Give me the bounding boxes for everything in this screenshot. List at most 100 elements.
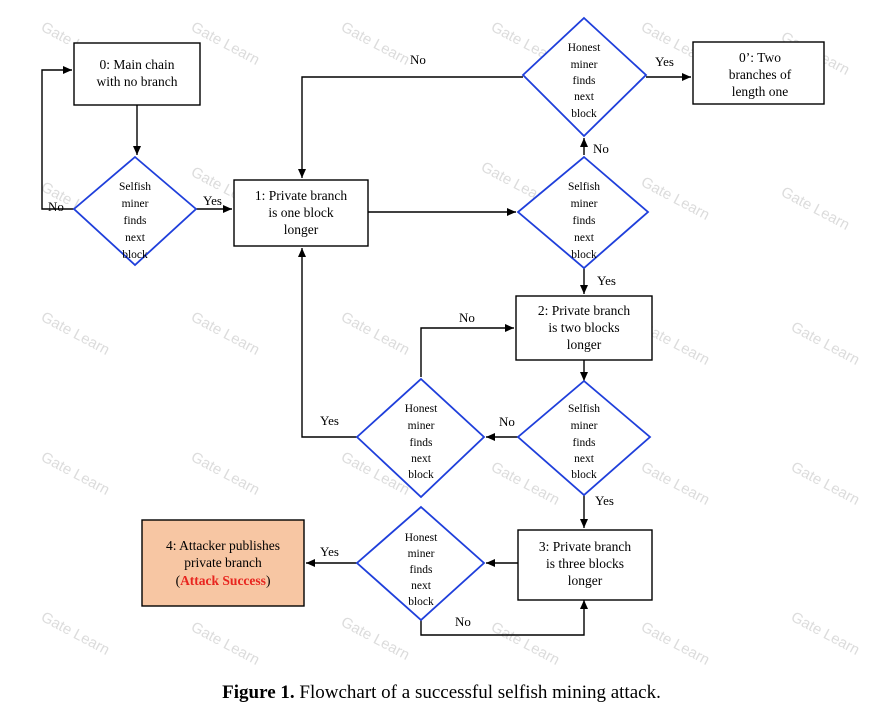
- decision-selfish-c: Selfish miner finds next block: [516, 379, 652, 497]
- decision-selfish-b-line-2: miner: [571, 198, 598, 210]
- state-2-line-1: 2: Private branch: [538, 303, 630, 318]
- label-no-top: No: [410, 52, 426, 67]
- decision-honest-b-line-5: block: [408, 469, 434, 481]
- decision-selfish-b: Selfish miner finds next block: [516, 155, 650, 270]
- decision-selfish-b-line-3: finds: [573, 215, 597, 227]
- label-no-bottom: No: [455, 614, 471, 629]
- state-1-line-3: longer: [284, 222, 319, 237]
- decision-honest-a-line-3: finds: [573, 75, 597, 87]
- edge-honest-b-yes-left: [298, 248, 357, 438]
- edge-honest-a-no: [298, 76, 523, 178]
- decision-selfish-a: Selfish miner finds next block: [72, 155, 198, 267]
- watermark-text: Gate Learn: [38, 309, 112, 359]
- label-no-left: No: [499, 414, 515, 429]
- state-1-line-2: is one block: [268, 205, 333, 220]
- watermark-text: Gate Learn: [38, 449, 112, 499]
- state-0prime-line-3: length one: [732, 84, 789, 99]
- decision-honest-b: Honest miner finds next block: [355, 377, 486, 499]
- state-0prime-box: 0’: Two branches of length one: [692, 41, 825, 105]
- figure-label: Figure 1.: [222, 682, 295, 703]
- decision-honest-c-line-3: finds: [410, 564, 434, 576]
- decision-selfish-c-line-1: Selfish: [568, 403, 600, 415]
- label-yes-down-2: Yes: [597, 273, 616, 288]
- label-yes-to-4: Yes: [320, 544, 339, 559]
- decision-honest-a: Honest miner finds next block: [521, 16, 648, 138]
- edge-honest-c-no-loop: [420, 600, 588, 636]
- watermark-text: Gate Learn: [788, 319, 862, 369]
- state-4-line-3: (Attack Success): [176, 573, 271, 588]
- label-no-loop-0: No: [48, 199, 64, 214]
- watermark-text: Gate Learn: [788, 459, 862, 509]
- watermark-text: Gate Learn: [638, 619, 712, 669]
- label-yes-to-1-bottom: Yes: [320, 413, 339, 428]
- state-4-success-box: 4: Attacker publishes private branch (At…: [141, 519, 305, 607]
- decision-selfish-a-line-1: Selfish: [119, 181, 151, 193]
- decision-honest-b-line-1: Honest: [405, 403, 438, 415]
- label-no-to-2: No: [459, 310, 475, 325]
- decision-honest-c-line-5: block: [408, 596, 434, 608]
- decision-selfish-a-line-5: block: [122, 249, 148, 261]
- decision-selfish-c-line-5: block: [571, 469, 597, 481]
- decision-honest-b-line-3: finds: [410, 437, 434, 449]
- watermark-text: Gate Learn: [338, 309, 412, 359]
- state-4-line-1: 4: Attacker publishes: [166, 538, 280, 553]
- decision-selfish-c-line-2: miner: [571, 420, 598, 432]
- watermark-text: Gate Learn: [638, 459, 712, 509]
- watermark-text: Gate Learn: [788, 609, 862, 659]
- state-3-line-2: is three blocks: [546, 556, 624, 571]
- state-0-box: 0: Main chain with no branch: [73, 42, 201, 106]
- decision-selfish-b-line-5: block: [571, 249, 597, 261]
- watermark-text: Gate Learn: [338, 19, 412, 69]
- decision-selfish-a-line-2: miner: [122, 198, 149, 210]
- watermark-text: Gate Learn: [188, 619, 262, 669]
- figure-caption: Figure 1. Flowchart of a successful self…: [0, 682, 883, 704]
- watermark-text: Gate Learn: [338, 614, 412, 664]
- state-2-box: 2: Private branch is two blocks longer: [515, 295, 653, 361]
- watermark-text: Gate Learn: [188, 309, 262, 359]
- decision-selfish-b-line-4: next: [574, 232, 595, 244]
- state-1-line-1: 1: Private branch: [255, 188, 347, 203]
- success-close-paren: ): [266, 573, 271, 588]
- label-yes-top: Yes: [655, 54, 674, 69]
- label-no-up: No: [593, 141, 609, 156]
- watermark-text: Gate Learn: [638, 174, 712, 224]
- decision-honest-a-line-1: Honest: [568, 42, 601, 54]
- decision-honest-a-line-2: miner: [571, 59, 598, 71]
- watermark-text: Gate Learn: [778, 184, 852, 234]
- decision-honest-c-line-1: Honest: [405, 532, 438, 544]
- decision-honest-a-line-4: next: [574, 91, 595, 103]
- decision-honest-c-line-4: next: [411, 580, 432, 592]
- decision-honest-b-line-2: miner: [408, 420, 435, 432]
- state-0prime-line-2: branches of: [729, 67, 792, 82]
- figure-caption-text: Flowchart of a successful selfish mining…: [294, 682, 661, 703]
- attack-success-label: Attack Success: [180, 573, 266, 588]
- state-0-line-1: 0: Main chain: [100, 57, 175, 72]
- watermark-text: Gate Learn: [38, 609, 112, 659]
- watermark-text: Gate Learn: [488, 619, 562, 669]
- decision-selfish-a-line-3: finds: [124, 215, 148, 227]
- decision-selfish-b-line-1: Selfish: [568, 181, 600, 193]
- state-2-line-2: is two blocks: [548, 320, 619, 335]
- decision-honest-c: Honest miner finds next block: [355, 505, 486, 622]
- edge-selfish-a-no-loop: [41, 66, 74, 210]
- state-2-line-3: longer: [567, 337, 602, 352]
- decision-honest-a-line-5: block: [571, 108, 597, 120]
- label-yes-down-3: Yes: [595, 493, 614, 508]
- decision-selfish-a-line-4: next: [125, 232, 146, 244]
- edges: [41, 66, 691, 636]
- state-3-line-1: 3: Private branch: [539, 539, 631, 554]
- decision-selfish-c-line-3: finds: [573, 437, 597, 449]
- decision-honest-c-line-2: miner: [408, 548, 435, 560]
- decision-selfish-c-line-4: next: [574, 453, 595, 465]
- edge-honest-b-no-up: [420, 324, 514, 377]
- state-1-box: 1: Private branch is one block longer: [233, 179, 369, 247]
- state-3-line-3: longer: [568, 573, 603, 588]
- success-open-paren: (: [176, 573, 181, 588]
- edge-labels: No Yes No Yes No Yes No Yes No Yes Yes N…: [48, 52, 674, 629]
- state-0prime-line-1: 0’: Two: [739, 50, 781, 65]
- state-4-line-2: private branch: [184, 555, 262, 570]
- label-yes-to-1: Yes: [203, 193, 222, 208]
- watermark-text: Gate Learn: [188, 449, 262, 499]
